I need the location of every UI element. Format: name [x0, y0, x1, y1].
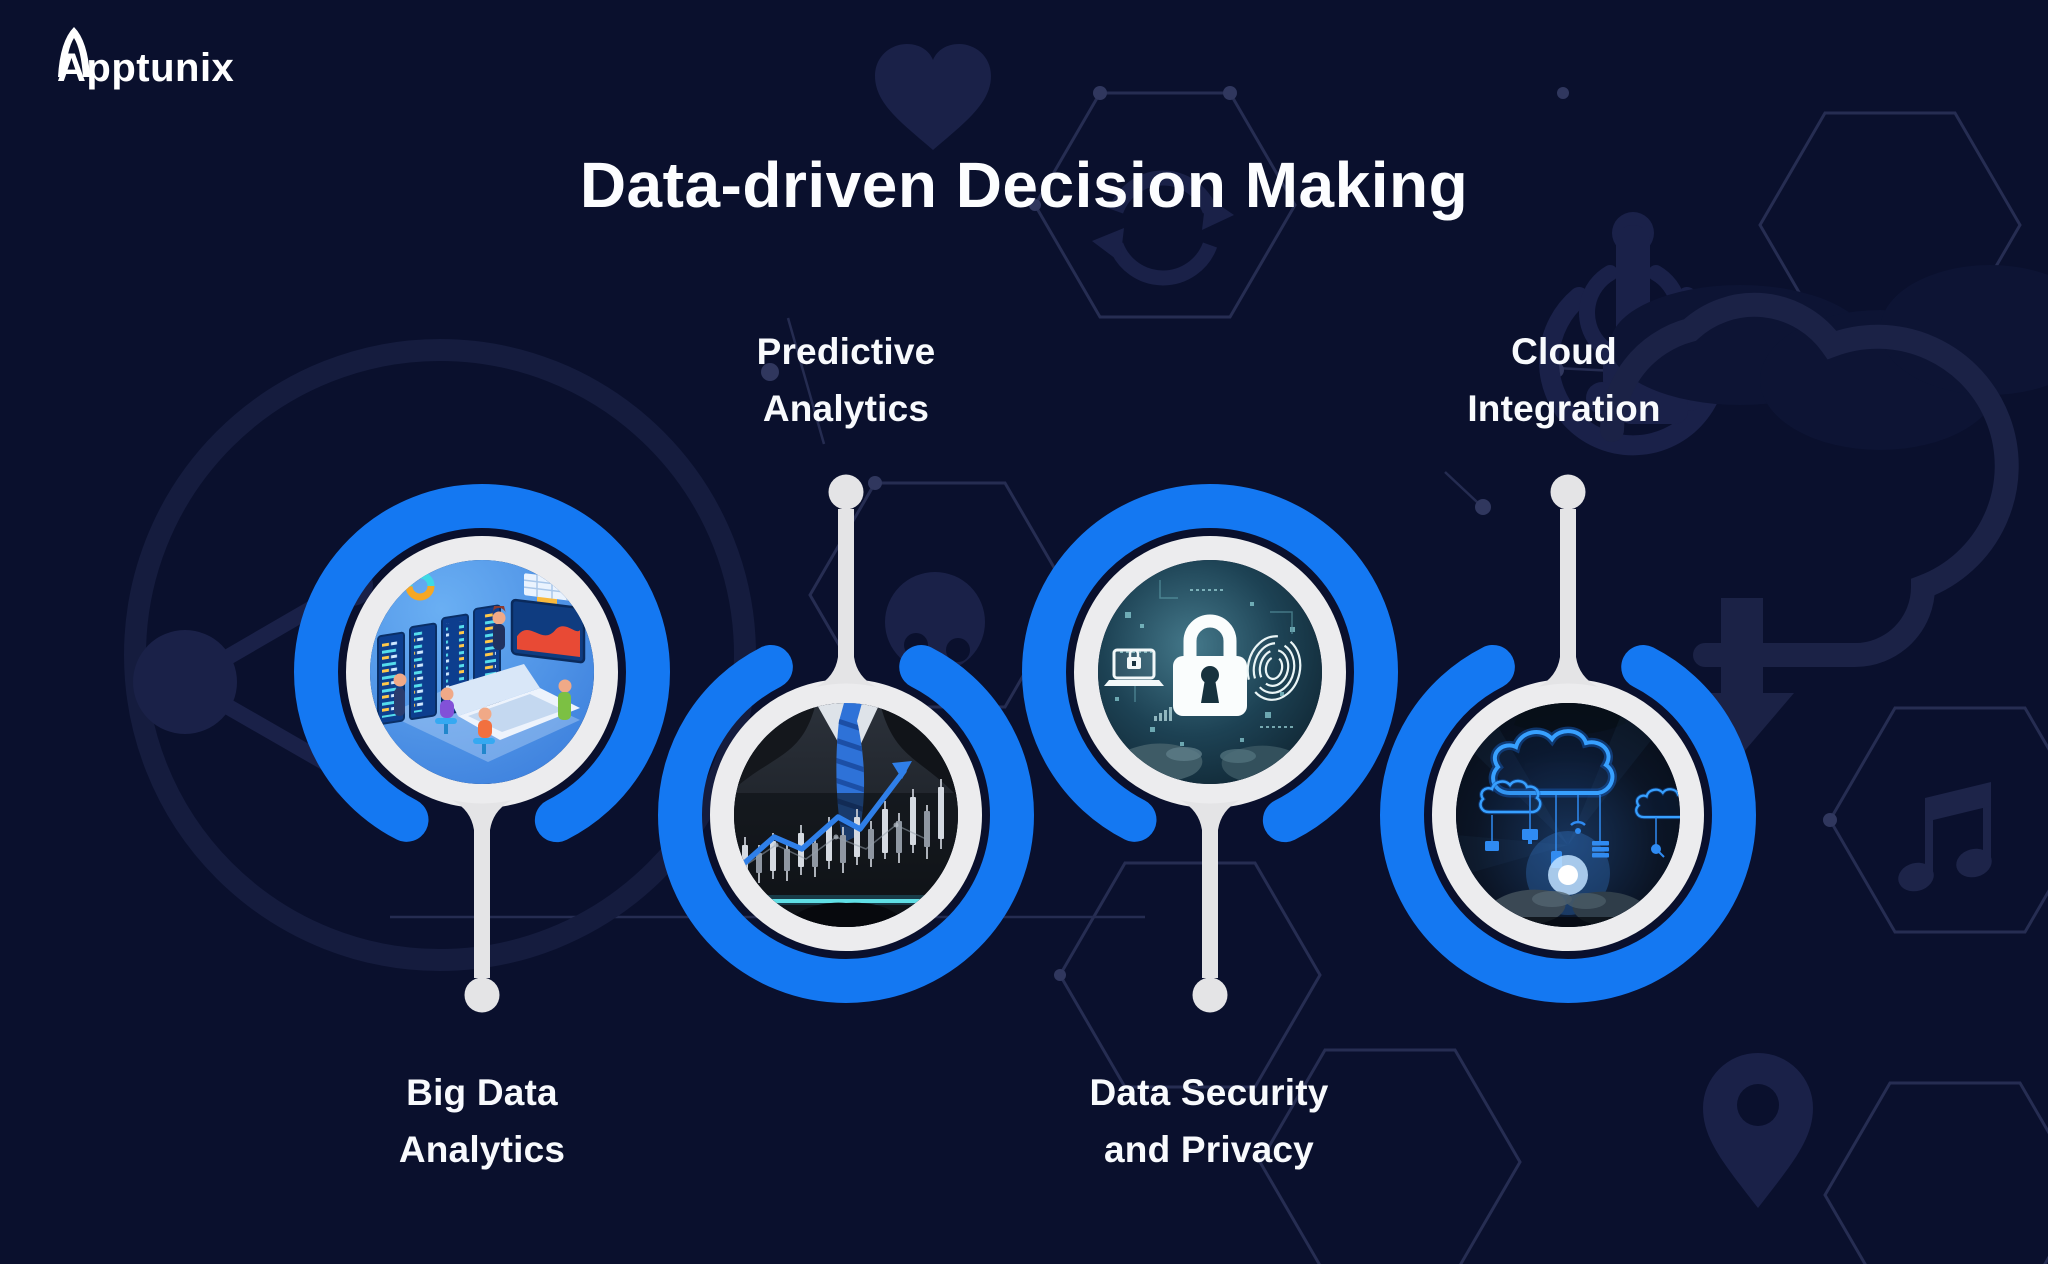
connector	[452, 800, 512, 1013]
brand-logo: Apptunix	[57, 27, 234, 96]
connector-stem	[816, 509, 876, 687]
progress-ring	[658, 627, 1034, 1003]
connector	[1180, 800, 1240, 1013]
location-pin-icon	[1703, 1053, 1813, 1208]
progress-ring	[294, 484, 670, 860]
heart-icon	[875, 44, 991, 150]
connector-stem	[1538, 509, 1598, 687]
connector-dot	[1550, 474, 1586, 510]
logo-arch-icon	[58, 27, 90, 77]
connector-dot	[1192, 977, 1228, 1013]
item-image-big-data	[370, 560, 594, 784]
item-cloud-integration	[1358, 455, 1778, 1175]
connector-stem	[1180, 800, 1240, 978]
item-label-data-security: Data Security and Privacy	[1089, 1072, 1329, 1170]
progress-ring	[1380, 627, 1756, 1003]
music-note-icon	[1898, 782, 1992, 892]
item-label-cloud-integration: Cloud Integration	[1467, 331, 1661, 429]
hanging-device-icons	[1485, 795, 1665, 868]
connector-dot	[828, 474, 864, 510]
progress-ring	[1022, 484, 1398, 860]
item-label-big-data-analytics: Big Data Analytics	[398, 1072, 566, 1170]
candlestick-chart	[737, 761, 944, 883]
digital-texture	[1115, 580, 1296, 746]
item-predictive-analytics	[636, 455, 1056, 1175]
connector	[1538, 474, 1598, 687]
people	[393, 606, 572, 754]
item-data-security	[1000, 312, 1420, 1032]
padlock-icon	[1173, 614, 1247, 716]
item-image-predictive	[734, 703, 958, 927]
connector-stem	[452, 800, 512, 978]
laptop-lock-icon	[1104, 648, 1164, 686]
connector	[816, 474, 876, 687]
page-title: Data-driven Decision Making	[579, 149, 1469, 221]
ring-outline	[124, 339, 756, 971]
sync-icon	[1092, 170, 1234, 286]
fingerprint-icon	[1246, 635, 1302, 701]
connector-dot	[464, 977, 500, 1013]
item-big-data-analytics	[272, 312, 692, 1032]
item-label-predictive-analytics: Predictive Analytics	[756, 331, 936, 429]
item-image-security	[1098, 560, 1322, 784]
